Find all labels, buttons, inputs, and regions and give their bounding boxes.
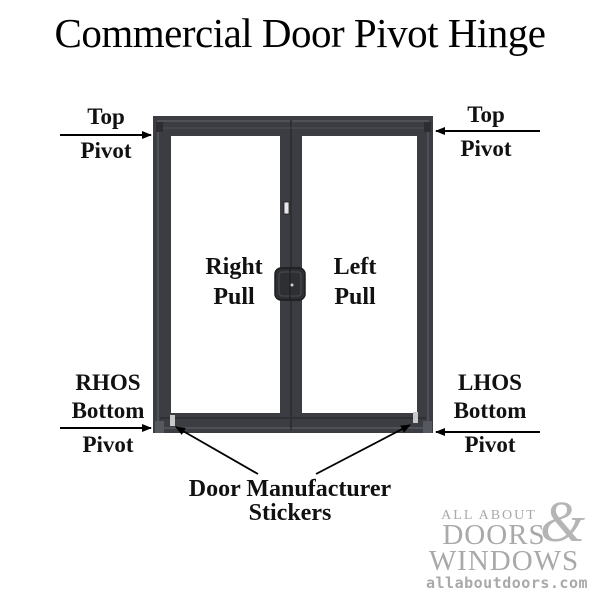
bottom-pivot-left: [155, 421, 164, 433]
label-rhos-bottom-pivot: RHOS Bottom Pivot: [71, 370, 145, 457]
top-pivot-left: [156, 122, 163, 132]
watermark-line2: DOORS: [442, 519, 546, 551]
label-lhos-bottom-pivot: LHOS Bottom Pivot: [453, 370, 527, 457]
left-door-glass: [171, 136, 280, 413]
label-door-manufacturer-stickers: Door Manufacturer Stickers: [188, 476, 392, 526]
watermark-url: allaboutdoors.com: [426, 574, 589, 592]
watermark-ampersand: &: [540, 489, 586, 554]
watermark-line3: WINDOWS: [428, 545, 580, 577]
watermark-line1: ALL ABOUT: [441, 508, 537, 523]
sticker-right: [413, 412, 418, 423]
diagram-title: Commercial Door Pivot Hinge: [54, 10, 546, 56]
bottom-pivot-right: [423, 421, 432, 433]
pull-handles: [274, 267, 306, 301]
label-left-pull: Left Pull: [333, 254, 377, 310]
right-door-glass: [302, 136, 417, 413]
arrow-sticker-left: [175, 426, 259, 475]
label-top-pivot-right: Top Pivot: [460, 102, 512, 161]
sticker-left: [170, 415, 175, 426]
top-pivot-right: [424, 122, 431, 132]
lock-indicator: [283, 201, 290, 215]
arrow-sticker-right: [315, 424, 411, 475]
label-right-pull: Right Pull: [205, 254, 263, 310]
label-top-pivot-left: Top Pivot: [80, 104, 132, 163]
